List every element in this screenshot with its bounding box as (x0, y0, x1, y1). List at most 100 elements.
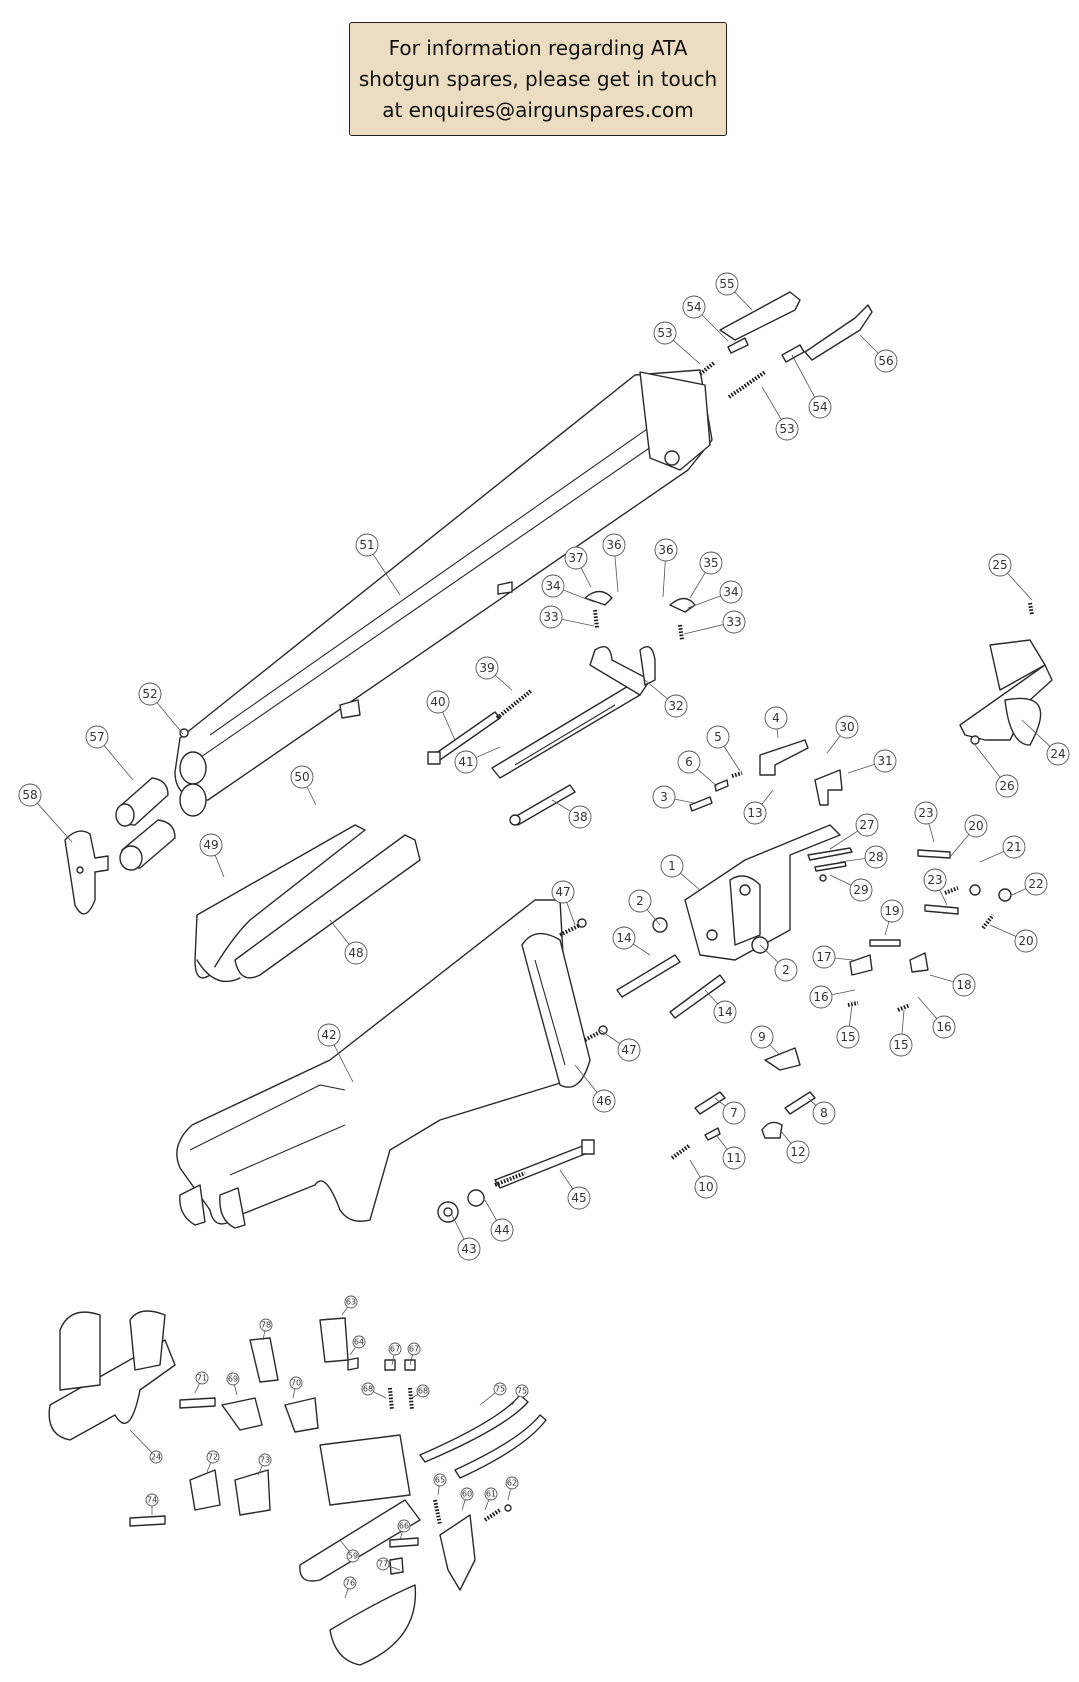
callout-circle-c60 (460, 1487, 474, 1501)
callout-circle-c71 (195, 1371, 209, 1385)
stock (176, 899, 571, 1229)
leader-line-c76 (344, 1588, 349, 1599)
callout-circle-c15a (836, 1025, 860, 1049)
leader-line-c44 (484, 1199, 497, 1221)
cocking-slide (491, 646, 656, 779)
callout-circle-c24b (149, 1450, 163, 1464)
callout-c38: 38 (551, 799, 592, 829)
callout-label-c33a: 33 (543, 610, 558, 624)
callout-circle-c57 (85, 725, 109, 749)
callout-c53b: 53 (761, 386, 799, 441)
callout-c22: 22 (1011, 872, 1048, 896)
callout-c28: 28 (839, 845, 888, 869)
leader-line-c77 (388, 1565, 401, 1571)
leader-line-c27 (829, 830, 858, 850)
callout-circle-c21 (1002, 835, 1026, 859)
leader-line-c11 (715, 1134, 728, 1150)
callout-c50: 50 (290, 765, 317, 806)
callout-label-c56: 56 (878, 354, 893, 368)
callout-c65: 65 (433, 1473, 447, 1496)
leader-line-c15b (901, 1009, 905, 1035)
callout-label-c48: 48 (348, 946, 363, 960)
callout-label-c17: 17 (816, 950, 831, 964)
callout-label-c2a: 2 (636, 894, 644, 908)
callout-label-c54b: 54 (812, 400, 827, 414)
callout-label-c77: 77 (378, 1560, 388, 1569)
leader-line-c40 (442, 711, 456, 741)
leader-line-c22 (1011, 888, 1027, 896)
leader-line-c29 (829, 874, 852, 886)
callout-circle-c20a (964, 814, 988, 838)
callout-c34b: 34 (687, 580, 743, 609)
callout-c35: 35 (689, 551, 723, 599)
callout-c24a: 24 (1021, 719, 1070, 766)
callout-label-c34b: 34 (723, 585, 738, 599)
callout-label-c72: 72 (208, 1453, 218, 1462)
callout-c77: 77 (376, 1557, 401, 1571)
callout-label-c54a: 54 (686, 300, 701, 314)
callout-c17: 17 (812, 945, 854, 969)
callout-circle-c51 (355, 533, 379, 557)
callout-c48: 48 (329, 919, 368, 965)
callout-c74: 74 (145, 1493, 159, 1515)
callout-circle-c34a (541, 574, 565, 598)
callout-circle-c47a (551, 880, 575, 904)
callout-c27: 27 (829, 813, 879, 850)
leader-line-c24a (1021, 719, 1051, 747)
callout-c18: 18 (929, 973, 976, 997)
callout-circle-c3 (652, 785, 676, 809)
leader-line-c7 (714, 1097, 726, 1107)
callout-c33b: 33 (683, 610, 746, 635)
rods (427, 711, 576, 826)
callout-label-c68b: 68 (418, 1387, 428, 1396)
callout-circle-c55 (715, 272, 739, 296)
leader-line-c50 (306, 786, 317, 806)
callout-label-c20b: 20 (1018, 934, 1033, 948)
callout-c62: 62 (505, 1476, 519, 1501)
callout-circle-c33a (539, 605, 563, 629)
callout-c76: 76 (343, 1576, 357, 1599)
leader-line-c70 (292, 1388, 296, 1399)
callout-circle-c63 (344, 1295, 358, 1309)
leader-line-c9 (769, 1044, 781, 1056)
callout-c72: 72 (206, 1450, 220, 1473)
small-action-parts (584, 590, 1012, 1141)
callout-c67b: 67 (407, 1342, 421, 1366)
leader-line-c72 (206, 1462, 212, 1473)
callout-c57: 57 (85, 725, 134, 781)
callout-circle-c74 (145, 1493, 159, 1507)
callout-circle-c67b (407, 1342, 421, 1356)
callout-label-c30: 30 (839, 720, 854, 734)
callout-label-c70: 70 (291, 1379, 301, 1388)
hinge-pins (616, 954, 726, 1019)
callout-c49: 49 (199, 833, 225, 878)
callout-circle-c18 (952, 973, 976, 997)
callout-label-c43: 43 (461, 1242, 476, 1256)
callout-c16a: 16 (809, 985, 856, 1009)
callout-c1: 1 (660, 854, 701, 891)
notice-line-1: For information regarding ATA (388, 35, 688, 60)
leader-line-c14b (704, 989, 718, 1005)
leader-line-c60 (461, 1499, 466, 1511)
top-levers (719, 291, 873, 363)
callout-circle-c78 (259, 1318, 273, 1332)
callout-c47a: 47 (551, 880, 576, 926)
callout-label-c16a: 16 (813, 990, 828, 1004)
callout-label-c38: 38 (572, 810, 587, 824)
callout-c51: 51 (355, 533, 401, 596)
leader-line-c23b (939, 889, 948, 906)
callout-c75a: 75 (479, 1382, 507, 1406)
callout-c68b: 68 (411, 1384, 430, 1399)
callout-label-c73: 73 (260, 1456, 270, 1465)
callout-label-c7: 7 (730, 1106, 738, 1120)
callout-c78: 78 (259, 1318, 273, 1341)
trigger-group-lower (48, 1310, 176, 1441)
leader-line-c75a (479, 1392, 496, 1406)
callout-label-c75a: 75 (495, 1385, 505, 1394)
callout-c12: 12 (779, 1129, 810, 1164)
leader-line-c31 (847, 764, 875, 774)
callout-label-c15a: 15 (840, 1030, 855, 1044)
callout-label-c14b: 14 (717, 1005, 732, 1019)
callout-c6: 6 (677, 750, 718, 787)
callout-circle-c31 (873, 749, 897, 773)
